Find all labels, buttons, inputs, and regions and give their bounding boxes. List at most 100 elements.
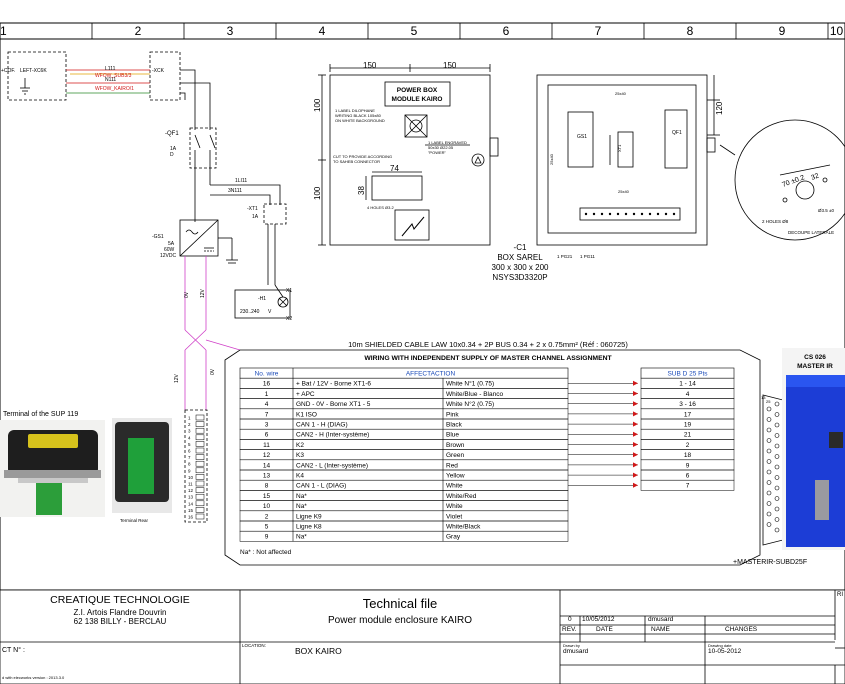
schematic-labels: +COF. LEFT-XC6K -XCK -QF1 1A D -XT1 1A -… bbox=[1, 66, 292, 383]
column-label-9: 9 bbox=[778, 24, 786, 38]
note-cut: CUT TO PROVIDE ACCORDING TO SAHEB CONNEC… bbox=[333, 154, 393, 164]
cell-affectation: + APC bbox=[296, 391, 315, 398]
table-row bbox=[239, 500, 569, 512]
din-rail-dot bbox=[648, 212, 652, 216]
int-gs1: GS1 bbox=[577, 134, 587, 140]
terminal-pin-number: 8 bbox=[188, 462, 191, 467]
psu-spec-w: 60W bbox=[164, 247, 175, 253]
cell-affectation: CAN 1 - L (DIAG) bbox=[296, 483, 346, 490]
cell-subd: 6 bbox=[686, 473, 690, 480]
db25-pin-row2 bbox=[766, 406, 772, 412]
table-row bbox=[239, 428, 569, 440]
cell-affectation: Na* bbox=[296, 503, 307, 510]
detail-dim-32: 32 bbox=[810, 173, 820, 182]
cell-subd: 18 bbox=[684, 452, 692, 459]
column-label-4: 4 bbox=[318, 24, 326, 38]
cell-affectation: + Bat / 12V - Borne XT1-6 bbox=[296, 381, 371, 388]
terminal-pin-box bbox=[195, 414, 205, 421]
master-caption-1: CS 026 bbox=[804, 354, 826, 361]
rev-row-date: 10/05/2012 bbox=[582, 616, 615, 623]
table-row bbox=[239, 459, 569, 471]
db25-pin-row1 bbox=[774, 412, 780, 417]
psu-spec-a: 5A bbox=[168, 241, 175, 247]
cell-color: Violet bbox=[446, 513, 462, 520]
int-dim-2: 25x40 bbox=[549, 153, 554, 165]
box-ref: -C1 bbox=[514, 243, 527, 252]
cell-affectation: K3 bbox=[296, 452, 304, 459]
cell-subd: 21 bbox=[684, 432, 692, 439]
din-rail-dot bbox=[672, 212, 676, 216]
drawn-by-value: dmusard bbox=[563, 648, 589, 655]
cell-color: White bbox=[446, 503, 463, 510]
cell-affectation: Ligne K9 bbox=[296, 513, 322, 520]
bwire-12v: 12V bbox=[174, 373, 180, 383]
terminal-pin-number: 14 bbox=[188, 501, 194, 506]
cell-wire-no: 3 bbox=[265, 422, 269, 429]
terminal-pin-box bbox=[195, 480, 205, 487]
cell-color: White N°2 (0.75) bbox=[446, 400, 494, 408]
int-dim-3: 25x40 bbox=[618, 189, 630, 194]
int-xt1: XT1 bbox=[617, 144, 622, 152]
int-qf1: QF1 bbox=[672, 130, 682, 136]
wire-arrow-head bbox=[633, 411, 638, 417]
terminal-pin-box bbox=[195, 493, 205, 500]
cell-wire-no: 9 bbox=[265, 534, 269, 541]
column-label-3: 3 bbox=[226, 24, 234, 38]
db25-pin-row1 bbox=[774, 496, 780, 501]
db25-pin-row1 bbox=[774, 527, 780, 533]
vwire-12v: 12V bbox=[200, 288, 206, 298]
column-label-8: 8 bbox=[686, 24, 694, 38]
cell-color: Red bbox=[446, 462, 458, 469]
terminal-pin-number: 1 bbox=[188, 416, 191, 421]
tag-xck: -XCK bbox=[152, 68, 165, 74]
project-label: CT N° : bbox=[2, 647, 25, 654]
db25-pin-row1 bbox=[774, 485, 780, 491]
drawing-date-label: Drawing date bbox=[708, 643, 732, 648]
db25-pin-row1 bbox=[774, 422, 780, 428]
terminal-pin-box bbox=[195, 427, 205, 434]
box-part: NSYS3D3320P bbox=[492, 273, 547, 282]
enclosure-front-labels: 150 150 100 100 74 38 POWER BOX MODULE K… bbox=[313, 61, 457, 200]
cell-wire-no: 2 bbox=[265, 513, 269, 520]
front-title-2: MODULE KAIRO bbox=[392, 96, 443, 103]
cell-wire-no: 1 bbox=[265, 391, 269, 398]
table-row bbox=[239, 479, 569, 491]
company-address-1: Z.I. Artois Flandre Douvrin bbox=[73, 608, 167, 617]
wire-wfow-sub: WFOW_SUB3/3 bbox=[95, 73, 132, 79]
terminal-pin-number: 11 bbox=[188, 482, 193, 487]
photo-terminal-rear bbox=[112, 418, 172, 513]
photo-terminal bbox=[0, 420, 105, 517]
detail-label: DECOUPE LATERALE bbox=[788, 230, 834, 235]
enclosure-front bbox=[318, 64, 499, 246]
db25-pin-row1 bbox=[774, 517, 780, 522]
front-title-1: POWER BOX bbox=[397, 87, 438, 94]
detail-holes: 2 HOLES Ø8 bbox=[762, 219, 789, 224]
terminal-pin-number: 9 bbox=[188, 468, 191, 473]
left-label-cof: +COF. bbox=[1, 68, 15, 74]
tag-h1: -H1 bbox=[258, 296, 266, 302]
cell-color: White/Blue - Blanco bbox=[446, 391, 503, 398]
box-name: BOX SAREL bbox=[497, 253, 543, 262]
dim-100-b: 100 bbox=[313, 186, 322, 200]
cable-table-title: WIRING WITH INDEPENDENT SUPPLY OF MASTER… bbox=[364, 355, 612, 362]
column-label-7: 7 bbox=[594, 24, 602, 38]
terminal-pin-box bbox=[195, 460, 205, 467]
cell-color: Green bbox=[446, 452, 464, 459]
terminal-pin-box bbox=[195, 500, 205, 507]
detail-dim-70: 70 ±0.2 bbox=[781, 174, 805, 189]
terminal-pin-number: 6 bbox=[188, 449, 191, 454]
wire-arrow-head bbox=[633, 462, 638, 468]
wire-wfow-kairo: WFOW_KAIRO/1 bbox=[95, 86, 134, 92]
cell-wire-no: 5 bbox=[265, 524, 269, 531]
interior-labels: GS1 QF1 XT1 25x40 25x40 25x40 1 PG21 1 P… bbox=[549, 91, 724, 259]
detail-dim-35: Ø3.5 ±0 bbox=[818, 208, 834, 213]
cell-wire-no: 16 bbox=[263, 381, 271, 388]
right-edge-label: RI bbox=[837, 592, 843, 598]
wire-arrow-head bbox=[633, 472, 638, 478]
db25-pin-row2 bbox=[766, 522, 772, 527]
db25-pin-row1 bbox=[774, 443, 780, 449]
power-schematic bbox=[7, 51, 291, 410]
din-rail-dot bbox=[656, 212, 660, 216]
